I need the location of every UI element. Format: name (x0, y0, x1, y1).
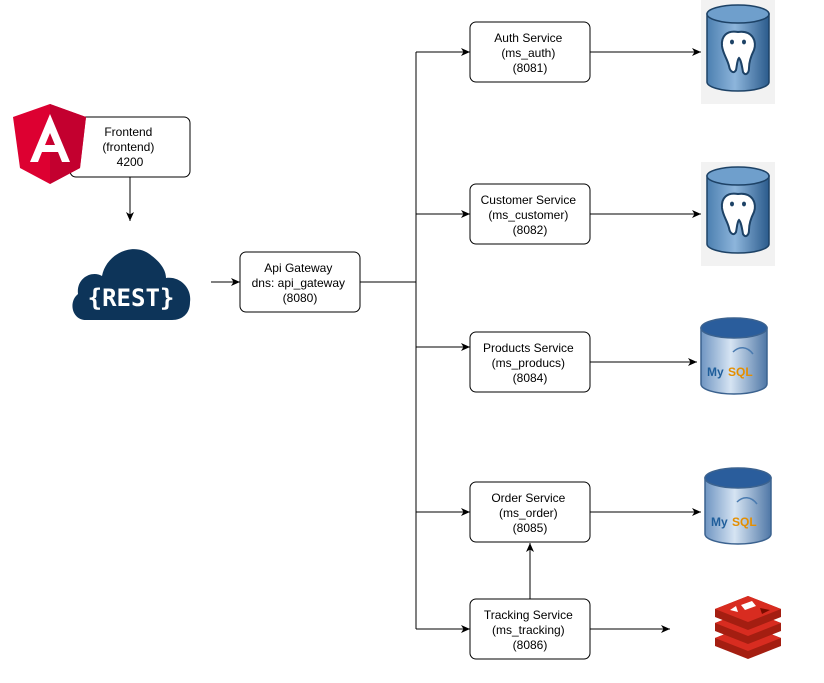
products-service-label: Products Service (ms_producs) (8084) (483, 341, 577, 385)
order-service-node[interactable]: Order Service (ms_order) (8085) (469, 481, 591, 543)
auth-line-1: Auth Service (494, 31, 562, 45)
postgresql-database-icon (701, 162, 775, 266)
frontend-line-3: 4200 (117, 155, 144, 169)
order-service-label: Order Service (ms_order) (8085) (491, 491, 568, 535)
frontend-label: Frontend (frontend) 4200 (102, 125, 157, 169)
tracking-line-2: (ms_tracking) (492, 623, 565, 637)
mysql-database-icon: My SQL (704, 467, 772, 545)
api-gateway-line-2: dns: api_gateway (252, 276, 345, 290)
order-line-1: Order Service (491, 491, 565, 505)
products-line-1: Products Service (483, 341, 574, 355)
order-line-2: (ms_order) (499, 506, 558, 520)
connectors (126, 48, 701, 633)
frontend-line-2: (frontend) (102, 140, 154, 154)
auth-line-2: (ms_auth) (501, 46, 555, 60)
mysql-sql-label: SQL (732, 515, 757, 529)
rest-cloud-icon: {REST} (72, 249, 191, 320)
api-gateway-node[interactable]: Api Gateway dns: api_gateway (8080) (239, 251, 361, 313)
mysql-sql-label: SQL (728, 365, 753, 379)
mysql-my-label: My (707, 365, 724, 379)
redis-database-icon (715, 596, 781, 659)
auth-service-label: Auth Service (ms_auth) (8081) (494, 31, 565, 75)
api-gateway-label: Api Gateway dns: api_gateway (8080) (252, 261, 349, 305)
customer-line-1: Customer Service (481, 193, 577, 207)
mysql-my-label: My (711, 515, 728, 529)
tracking-service-label: Tracking Service (ms_tracking) (8086) (484, 608, 576, 652)
rest-label: {REST} (88, 284, 175, 312)
tracking-line-3: (8086) (513, 638, 548, 652)
mysql-database-icon: My SQL (700, 317, 768, 395)
api-gateway-line-3: (8080) (283, 291, 318, 305)
tracking-line-1: Tracking Service (484, 608, 573, 622)
customer-line-2: (ms_customer) (488, 208, 568, 222)
tracking-service-node[interactable]: Tracking Service (ms_tracking) (8086) (469, 598, 591, 660)
frontend-line-1: Frontend (104, 125, 152, 139)
auth-line-3: (8081) (513, 61, 548, 75)
customer-service-label: Customer Service (ms_customer) (8082) (481, 193, 580, 237)
products-line-3: (8084) (513, 371, 548, 385)
frontend-node[interactable]: Frontend (frontend) 4200 (69, 116, 191, 178)
angular-logo-icon (13, 104, 86, 184)
api-gateway-line-1: Api Gateway (264, 261, 332, 275)
products-line-2: (ms_producs) (492, 356, 565, 370)
customer-service-node[interactable]: Customer Service (ms_customer) (8082) (469, 183, 591, 245)
auth-service-node[interactable]: Auth Service (ms_auth) (8081) (469, 21, 591, 83)
postgresql-database-icon (701, 0, 775, 104)
customer-line-3: (8082) (513, 223, 548, 237)
products-service-node[interactable]: Products Service (ms_producs) (8084) (469, 331, 591, 393)
order-line-3: (8085) (513, 521, 548, 535)
